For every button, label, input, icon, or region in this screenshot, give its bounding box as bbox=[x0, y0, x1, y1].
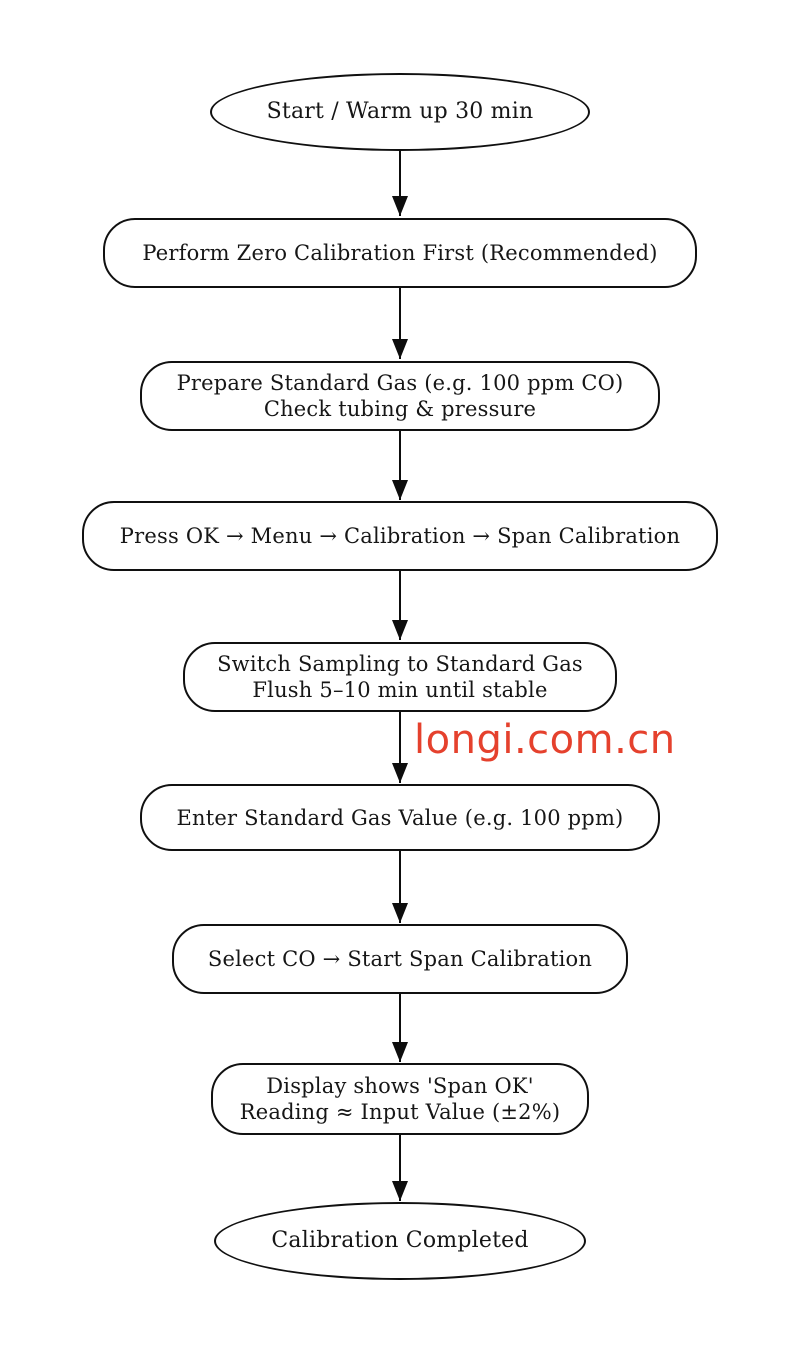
node-select-co: Select CO → Start Span Calibration bbox=[172, 924, 628, 994]
flow-arrow-1 bbox=[399, 150, 401, 216]
node-enter-value-label: Enter Standard Gas Value (e.g. 100 ppm) bbox=[176, 805, 624, 830]
node-zero-calibration-label: Perform Zero Calibration First (Recommen… bbox=[142, 241, 658, 265]
node-completed: Calibration Completed bbox=[214, 1202, 586, 1280]
node-zero-calibration: Perform Zero Calibration First (Recommen… bbox=[103, 218, 697, 288]
node-start: Start / Warm up 30 min bbox=[210, 73, 590, 151]
flow-arrow-6 bbox=[399, 851, 401, 923]
node-display-ok: Display shows 'Span OK' Reading ≈ Input … bbox=[211, 1063, 589, 1135]
node-prepare-gas-line2: Check tubing & pressure bbox=[263, 397, 537, 421]
node-switch-sampling: Switch Sampling to Standard Gas Flush 5–… bbox=[183, 642, 617, 712]
node-prepare-gas-line1: Prepare Standard Gas (e.g. 100 ppm CO) bbox=[176, 371, 624, 395]
node-switch-sampling-line2: Flush 5–10 min until stable bbox=[252, 678, 548, 702]
node-prepare-gas: Prepare Standard Gas (e.g. 100 ppm CO) C… bbox=[140, 361, 660, 431]
flow-arrow-4 bbox=[399, 571, 401, 640]
node-display-ok-line1: Display shows 'Span OK' bbox=[266, 1074, 534, 1098]
node-menu-path: Press OK → Menu → Calibration → Span Cal… bbox=[82, 501, 718, 571]
flow-arrow-3 bbox=[399, 431, 401, 500]
node-display-ok-line2: Reading ≈ Input Value (±2%) bbox=[239, 1100, 561, 1124]
flow-arrow-7 bbox=[399, 994, 401, 1062]
node-completed-label: Calibration Completed bbox=[271, 1228, 529, 1253]
node-enter-value: Enter Standard Gas Value (e.g. 100 ppm) bbox=[140, 784, 660, 851]
flow-arrow-8 bbox=[399, 1135, 401, 1201]
watermark-text: longi.com.cn bbox=[414, 717, 676, 763]
node-switch-sampling-line1: Switch Sampling to Standard Gas bbox=[217, 652, 583, 676]
node-menu-path-label: Press OK → Menu → Calibration → Span Cal… bbox=[119, 524, 681, 548]
flow-arrow-5 bbox=[399, 712, 401, 783]
node-start-label: Start / Warm up 30 min bbox=[266, 99, 534, 124]
flow-arrow-2 bbox=[399, 288, 401, 359]
node-select-co-label: Select CO → Start Span Calibration bbox=[207, 947, 593, 971]
